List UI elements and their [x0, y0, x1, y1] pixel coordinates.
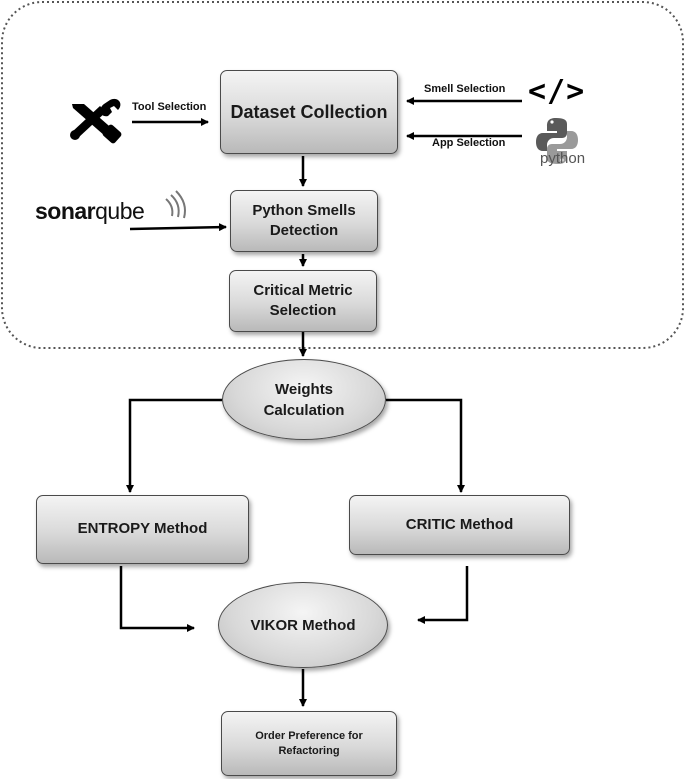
sonarqube-logo: sonarqube	[35, 198, 145, 225]
dataset-collection-label: Dataset Collection	[230, 101, 388, 122]
python-smells-detection-box: Python Smells Detection	[230, 190, 378, 252]
order-preference-label: Order Preference for Refactoring	[255, 729, 363, 757]
entropy-method-label: ENTROPY Method	[77, 520, 208, 538]
critical-metric-selection-label: Critical Metric Selection	[253, 281, 353, 319]
arrow-weights-to-entropy	[126, 398, 222, 493]
dataset-collection-box: Dataset Collection	[220, 70, 398, 154]
sonarqube-logo-bold: sonar	[35, 198, 96, 224]
arrow-sonar-to-smells	[129, 223, 227, 232]
smell-selection-label: Smell Selection	[424, 83, 506, 95]
critic-method-box: CRITIC Method	[349, 495, 570, 555]
order-preference-box: Order Preference for Refactoring	[221, 711, 397, 776]
python-icon	[536, 118, 578, 164]
critical-metric-selection-box: Critical Metric Selection	[229, 270, 377, 332]
sonarqube-logo-thin: qube	[95, 198, 145, 224]
tool-selection-label: Tool Selection	[132, 101, 207, 113]
entropy-method-box: ENTROPY Method	[36, 495, 249, 564]
weights-calculation-label: Weights Calculation	[263, 380, 345, 419]
arrow-entropy-to-vikor	[119, 566, 195, 632]
python-logo-text: python	[540, 150, 586, 167]
weights-calculation-ellipse: Weights Calculation	[222, 359, 386, 440]
arrow-weights-to-critic	[386, 398, 465, 493]
app-selection-label: App Selection	[432, 137, 506, 149]
vikor-method-ellipse: VIKOR Method	[218, 582, 388, 668]
python-smells-detection-label: Python Smells Detection	[252, 201, 356, 239]
vikor-method-label: VIKOR Method	[250, 616, 356, 634]
tools-icon	[70, 98, 122, 144]
arrow-critic-to-vikor	[417, 566, 469, 624]
preprocessing-region	[1, 1, 684, 349]
code-icon: </>	[528, 74, 586, 109]
critic-method-label: CRITIC Method	[405, 515, 514, 533]
sonarqube-waves-icon	[165, 190, 186, 219]
